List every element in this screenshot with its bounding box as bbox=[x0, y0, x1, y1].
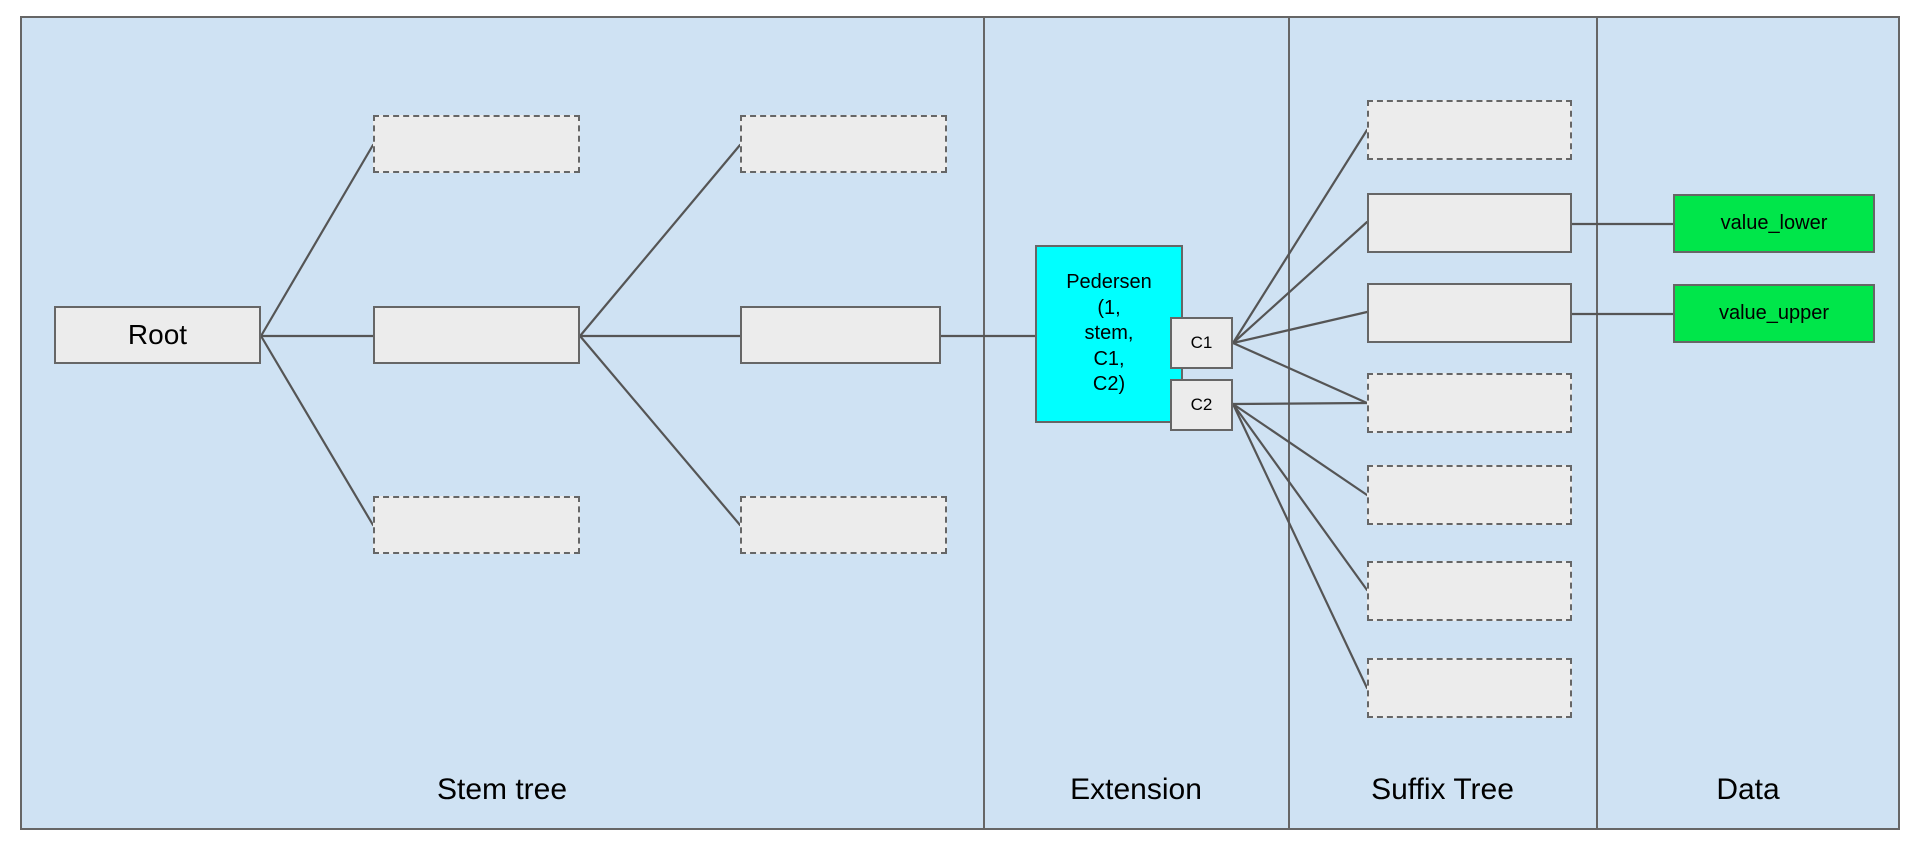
extension-node-c2[interactable]: C2 bbox=[1170, 379, 1233, 431]
data-node-value-lower[interactable]: value_lower bbox=[1673, 194, 1875, 253]
stem-node-root[interactable]: Root bbox=[54, 306, 261, 364]
stem-node-b2-top[interactable] bbox=[740, 115, 947, 173]
data-node-value-upper[interactable]: value_upper bbox=[1673, 284, 1875, 343]
extension-node-c1[interactable]: C1 bbox=[1170, 317, 1233, 369]
section-label-stem-tree: Stem tree bbox=[22, 775, 982, 805]
stem-node-b2-bottom[interactable] bbox=[740, 496, 947, 554]
stem-node-b2-middle[interactable] bbox=[740, 306, 941, 364]
suffix-node-1[interactable] bbox=[1367, 100, 1572, 160]
extension-node-pedersen[interactable]: Pedersen (1, stem, C1, C2) bbox=[1035, 245, 1183, 423]
stem-node-root-label: Root bbox=[127, 319, 188, 350]
diagram-frame bbox=[20, 16, 1900, 830]
data-node-value-lower-label: value_lower bbox=[1720, 212, 1828, 234]
section-label-suffix-tree: Suffix Tree bbox=[1290, 775, 1595, 805]
stem-node-b1-bottom[interactable] bbox=[373, 496, 580, 554]
section-label-stem-tree-text: Stem tree bbox=[436, 773, 568, 806]
section-label-extension: Extension bbox=[985, 775, 1287, 805]
suffix-node-5[interactable] bbox=[1367, 465, 1572, 525]
extension-node-c2-label: C2 bbox=[1190, 395, 1213, 414]
divider-suffix-data bbox=[1596, 16, 1598, 830]
section-label-data: Data bbox=[1598, 775, 1898, 805]
section-label-data-text: Data bbox=[1716, 773, 1780, 806]
stem-node-b1-top[interactable] bbox=[373, 115, 580, 173]
divider-extension-suffix bbox=[1288, 16, 1290, 830]
stem-node-b1-middle[interactable] bbox=[373, 306, 580, 364]
divider-stem-extension bbox=[983, 16, 985, 830]
extension-node-c1-label: C1 bbox=[1190, 333, 1213, 352]
suffix-node-4[interactable] bbox=[1367, 373, 1572, 433]
suffix-node-3[interactable] bbox=[1367, 283, 1572, 343]
suffix-node-6[interactable] bbox=[1367, 561, 1572, 621]
extension-node-pedersen-label: Pedersen (1, stem, C1, C2) bbox=[1066, 271, 1152, 396]
suffix-node-2[interactable] bbox=[1367, 193, 1572, 253]
section-label-suffix-tree-text: Suffix Tree bbox=[1371, 773, 1514, 806]
suffix-node-7[interactable] bbox=[1367, 658, 1572, 718]
data-node-value-upper-label: value_upper bbox=[1718, 302, 1830, 324]
section-label-extension-text: Extension bbox=[1070, 773, 1202, 806]
